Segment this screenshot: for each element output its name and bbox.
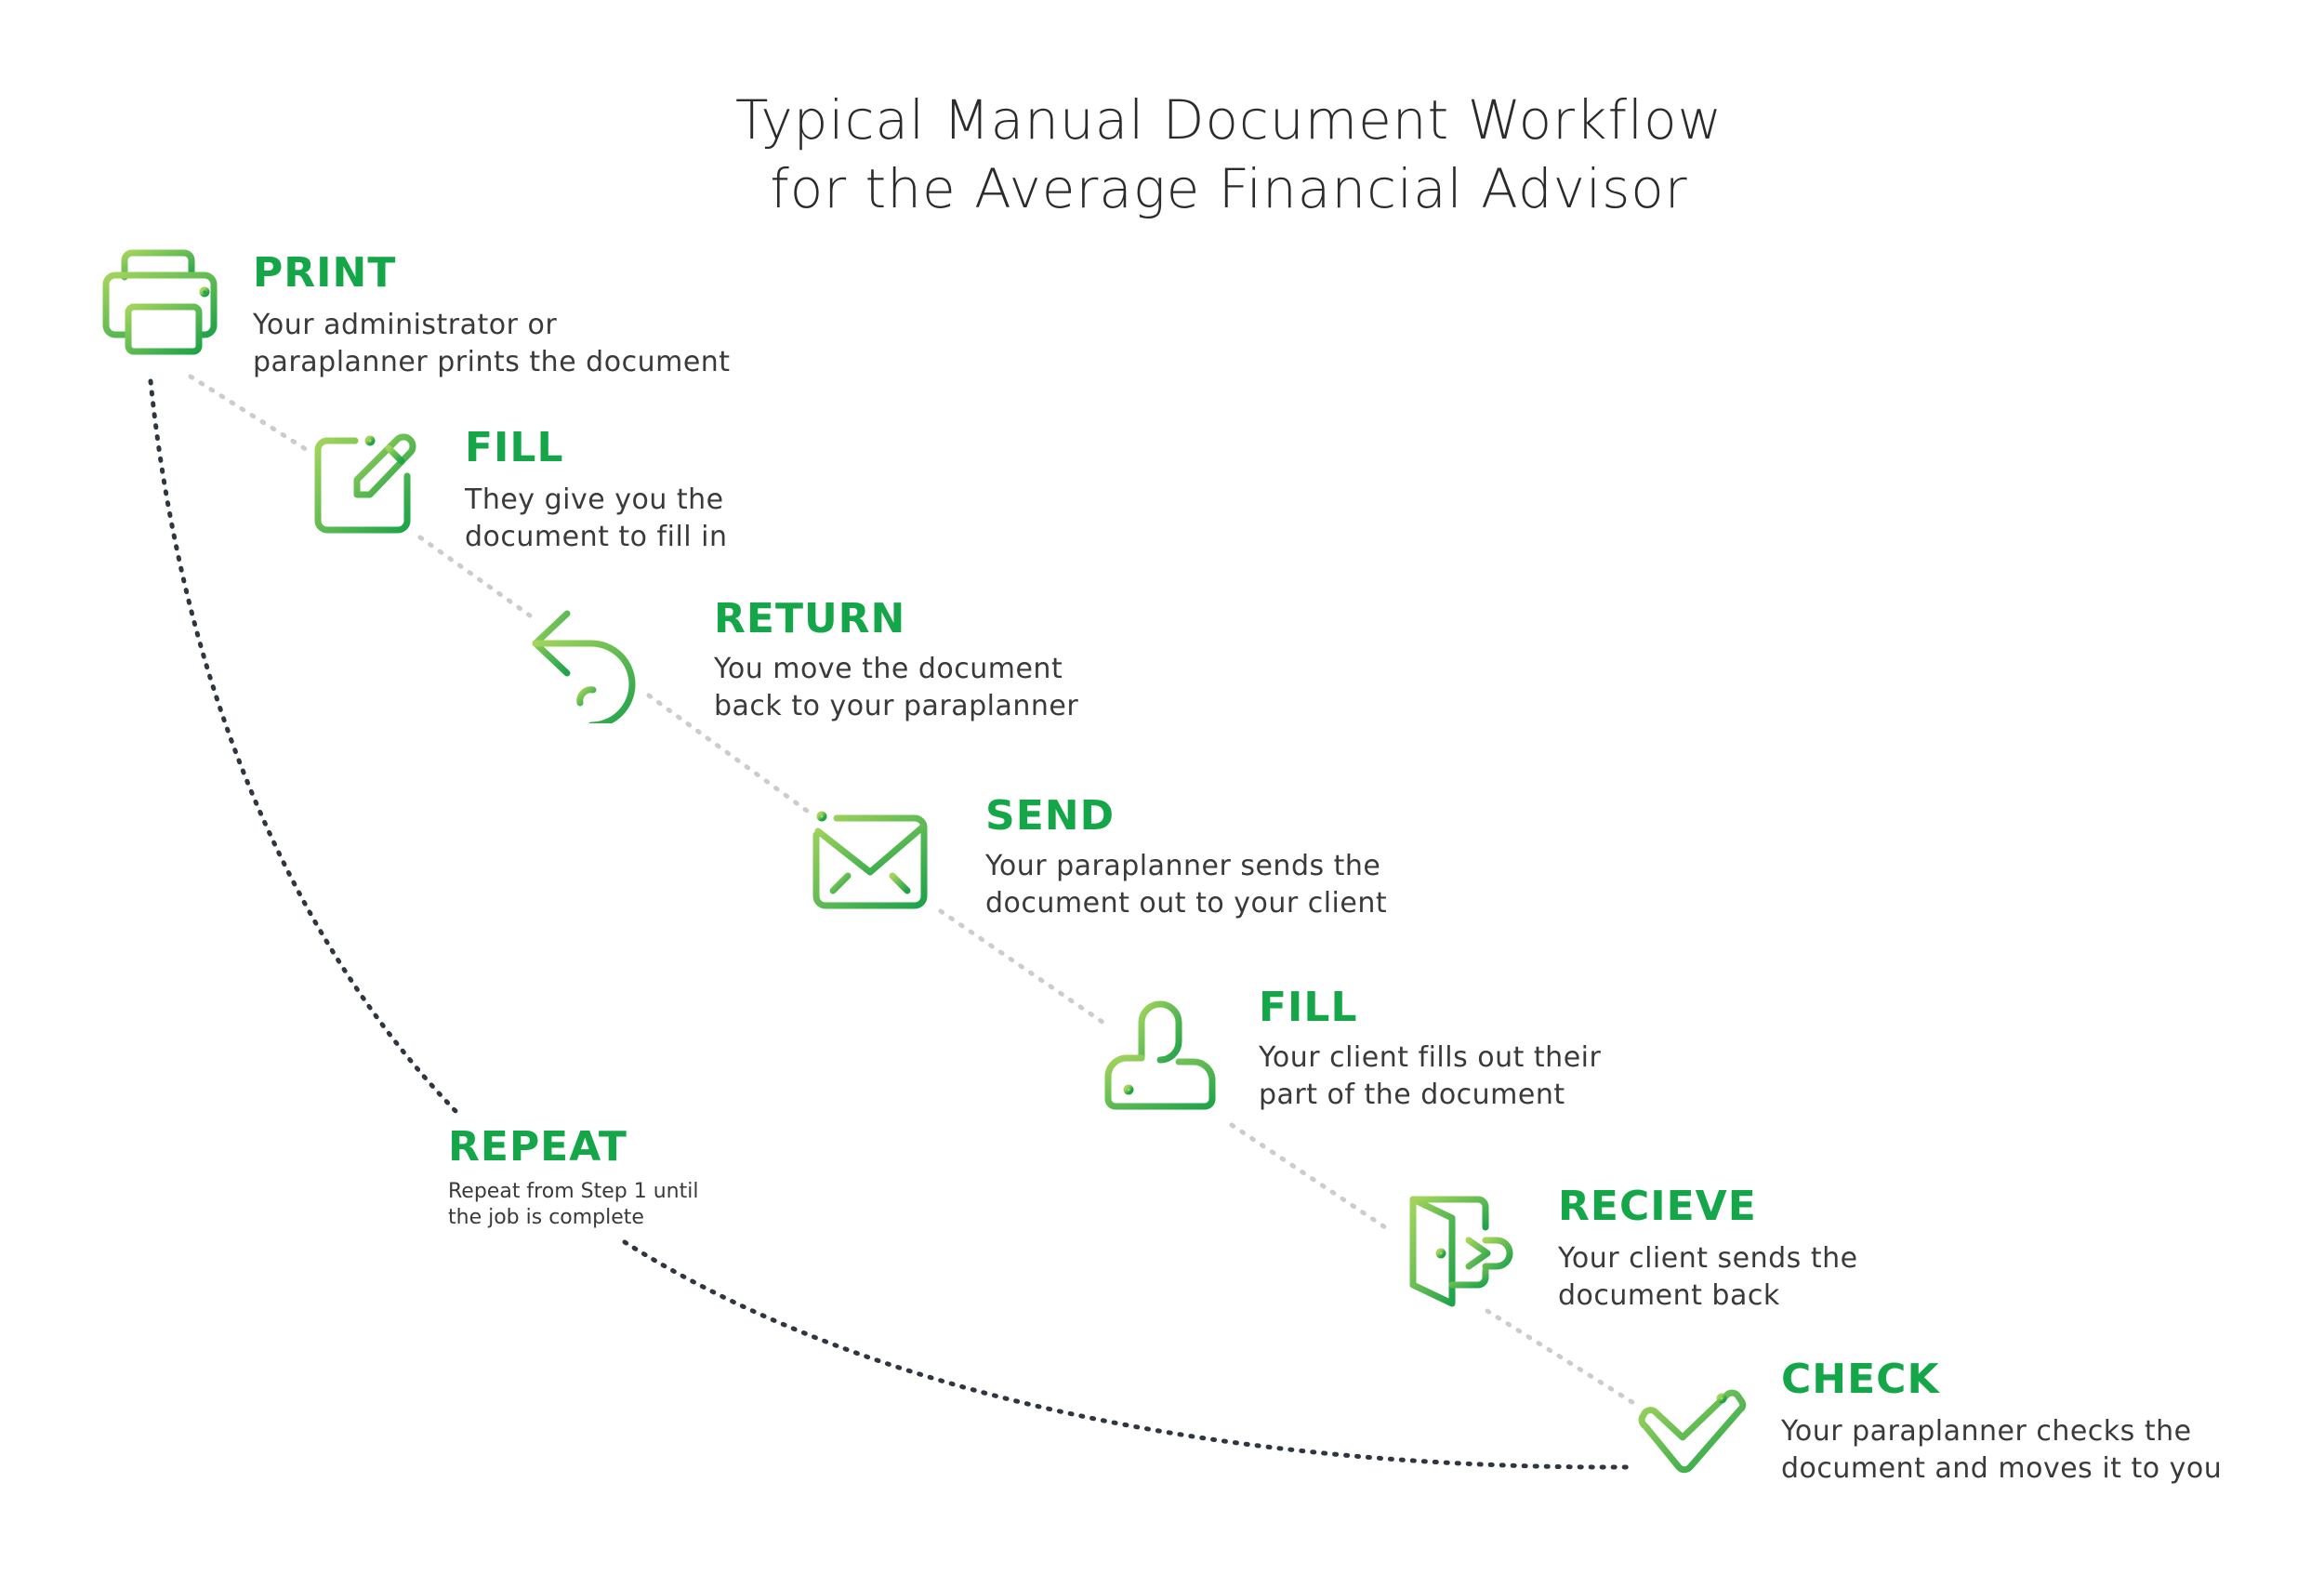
repeat-loop-upper	[148, 378, 461, 1117]
printer-icon	[102, 249, 218, 355]
step-description-line2: document and moves it to you	[1781, 1452, 2223, 1485]
step-description-line1: They give you the	[465, 483, 724, 516]
step-description-line1: Your paraplanner checks the	[1781, 1415, 2192, 1448]
step-description-line2: back to your paraplanner	[714, 690, 1079, 722]
user-icon	[1104, 1000, 1216, 1110]
repeat-loop-lower	[622, 1239, 1631, 1470]
connector-send-fill	[938, 908, 1109, 1027]
step-heading: CHECK	[1781, 1356, 1940, 1403]
connector-print-fill	[188, 374, 314, 456]
step-description-line2: document out to your client	[985, 887, 1388, 920]
repeat-description-line2: the job is complete	[448, 1206, 644, 1229]
diagram-title-line1: Typical Manual Document Workflow	[734, 88, 1723, 152]
step-heading: PRINT	[253, 249, 397, 297]
connector-return-send	[646, 693, 810, 814]
step-heading: RETURN	[714, 595, 906, 642]
step-description-line2: document to fill in	[465, 521, 728, 553]
step-heading: SEND	[985, 792, 1116, 840]
step-heading: RECIEVE	[1558, 1183, 1757, 1230]
step-description-line1: Your client fills out their	[1259, 1041, 1602, 1074]
step-description-line1: Your paraplanner sends the	[985, 850, 1381, 882]
repeat-description: Repeat from Step 1 until the job is comp…	[448, 1179, 727, 1231]
return-arrow-icon	[532, 610, 636, 723]
step-heading: FILL	[1259, 984, 1358, 1031]
repeat-description-line1: Repeat from Step 1 until	[448, 1180, 699, 1203]
step-description-line2: part of the document	[1259, 1079, 1565, 1111]
repeat-heading: REPEAT	[448, 1123, 627, 1171]
edit-icon	[314, 433, 416, 534]
connector-recieve-check	[1485, 1308, 1641, 1409]
connector-fill-recieve	[1229, 1122, 1388, 1230]
step-description-line2: paraplanner prints the document	[253, 346, 731, 378]
step-description-line2: document back	[1558, 1279, 1780, 1312]
connector-fill-return	[417, 535, 533, 618]
checkmark-icon	[1638, 1389, 1747, 1474]
diagram-title-line2: for the Average Financial Advisor	[770, 157, 1688, 220]
step-heading: FILL	[465, 424, 564, 471]
door-enter-icon	[1409, 1196, 1513, 1307]
step-description-line1: Your client sends the	[1558, 1242, 1858, 1275]
envelope-icon	[812, 811, 928, 909]
step-description-line1: You move the document	[714, 653, 1063, 685]
step-description-line1: Your administrator or	[253, 309, 558, 341]
